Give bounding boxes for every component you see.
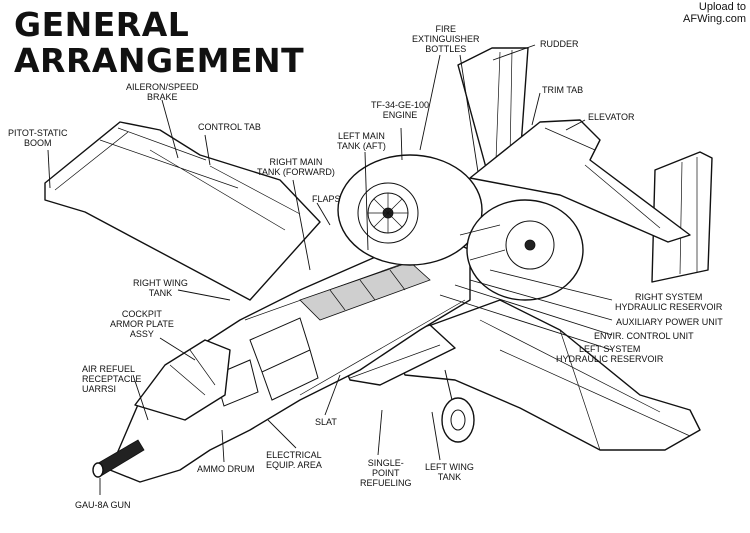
right-engine-nacelle <box>337 154 483 266</box>
page-title-line-2: ARRANGEMENT <box>14 41 305 80</box>
callout-leader-lines <box>47 44 613 495</box>
label-slat: SLAT <box>315 417 337 427</box>
label-gau8a-gun: GAU-8A GUN <box>75 500 131 510</box>
label-right-main-tank-forward: RIGHT MAIN TANK (FORWARD) <box>257 157 335 178</box>
label-elevator: ELEVATOR <box>588 112 635 122</box>
watermark: Upload to AFWing.com <box>683 1 746 25</box>
label-right-system-hydraulic-reservoir: RIGHT SYSTEM HYDRAULIC RESERVOIR <box>615 292 723 313</box>
label-auxiliary-power-unit: AUXILIARY POWER UNIT <box>616 317 723 327</box>
cockpit-canopy <box>134 339 231 421</box>
label-tf34-engine: TF-34-GE-100 ENGINE <box>371 100 430 121</box>
label-single-point-refueling: SINGLE- POINT REFUELING <box>360 458 412 489</box>
page-title-line-1: GENERAL <box>14 5 190 44</box>
fuselage <box>109 239 471 483</box>
label-ammo-drum: AMMO DRUM <box>197 464 255 474</box>
label-control-tab: CONTROL TAB <box>198 122 261 132</box>
fuel-tank-blocks <box>299 261 431 321</box>
label-envir-control-unit: ENVIR. CONTROL UNIT <box>594 331 694 341</box>
label-fire-extinguisher-bottles: FIRE EXTINGUISHER BOTTLES <box>412 24 480 55</box>
left-engine-nacelle <box>466 199 584 301</box>
label-trim-tab: TRIM TAB <box>542 85 584 95</box>
label-pitot-static-boom: PITOT-STATIC BOOM <box>8 128 68 149</box>
gun-muzzle <box>92 462 104 478</box>
label-right-wing-tank: RIGHT WING TANK <box>133 278 188 299</box>
right-wing <box>44 121 321 301</box>
label-electrical-equip-area: ELECTRICAL EQUIP. AREA <box>266 450 322 471</box>
horizontal-stabilizer <box>469 119 691 243</box>
watermark-line-2: AFWing.com <box>683 12 746 25</box>
label-rudder: RUDDER <box>540 39 579 49</box>
label-aileron-speed-brake: AILERON/SPEED BRAKE <box>126 82 199 103</box>
label-flaps: FLAPS <box>312 194 341 204</box>
label-left-main-tank-aft: LEFT MAIN TANK (AFT) <box>337 131 386 152</box>
label-left-wing-tank: LEFT WING TANK <box>425 462 474 483</box>
watermark-line-1: Upload to <box>698 1 746 13</box>
main-landing-gear-wheel <box>441 397 475 443</box>
label-cockpit-armor-plate: COCKPIT ARMOR PLATE ASSY <box>110 309 174 340</box>
label-left-system-hydraulic-reservoir: LEFT SYSTEM HYDRAULIC RESERVOIR <box>556 344 664 365</box>
label-air-refuel-receptacle: AIR REFUEL RECEPTACLE UARRSI <box>82 364 142 395</box>
